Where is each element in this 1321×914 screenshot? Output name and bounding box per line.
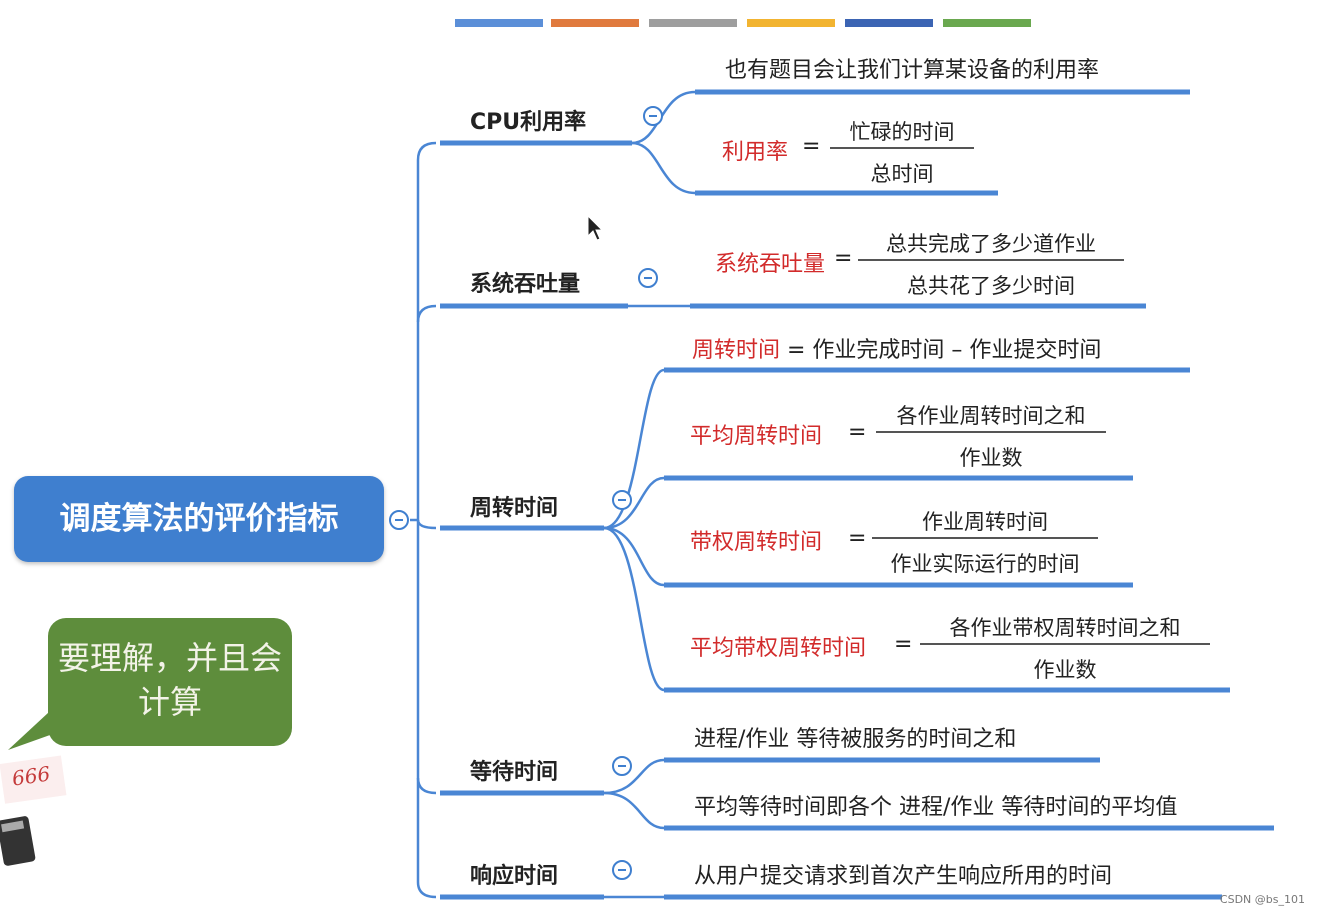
fraction-weighted-turnaround: 作业周转时间 作业实际运行的时间 xyxy=(872,506,1098,578)
link-turnaround-leaf-1 xyxy=(603,368,665,530)
collapse-icon-cpu[interactable] xyxy=(643,106,663,126)
root-node[interactable] xyxy=(14,476,384,562)
collapse-icon-root[interactable] xyxy=(389,510,409,530)
leaf-cpu-op: = xyxy=(802,134,821,159)
palette-bar-6 xyxy=(943,19,1031,27)
fraction-avg-turnaround-bar xyxy=(876,431,1106,433)
fraction-avg-weighted-turnaround-numerator: 各作业带权周转时间之和 xyxy=(949,616,1181,640)
leaf-avg-turnaround-term: 平均周转时间 xyxy=(690,424,823,449)
sticker-paper xyxy=(0,755,67,804)
calculator-screen xyxy=(1,820,25,833)
link-turnaround-leaf-4 xyxy=(603,526,665,692)
fraction-cpu-bar xyxy=(830,147,974,149)
link-branch-cpu xyxy=(416,141,437,161)
palette-bar-1 xyxy=(455,19,543,27)
fraction-avg-weighted-turnaround-denominator: 作业数 xyxy=(1033,658,1097,682)
link-turnaround-leaf-2 xyxy=(603,476,665,530)
fraction-avg-turnaround-numerator: 各作业周转时间之和 xyxy=(896,404,1086,428)
leaf-underlines xyxy=(664,89,1274,900)
fraction-avg-turnaround-denominator: 作业数 xyxy=(959,446,1023,470)
leaf-turnaround-term: 周转时间 xyxy=(692,338,781,363)
branch-label-turnaround: 周转时间 xyxy=(470,496,559,521)
fraction-cpu-denominator: 总时间 xyxy=(870,162,934,186)
fraction-throughput-denominator: 总共花了多少时间 xyxy=(907,274,1075,298)
leaf-avg-turnaround-op: = xyxy=(848,420,867,445)
leaf-weighted-turnaround-term: 带权周转时间 xyxy=(690,530,823,555)
collapse-icon-response[interactable] xyxy=(612,860,632,880)
fraction-cpu-numerator: 忙碌的时间 xyxy=(849,120,955,144)
leaf-avg-weighted-turnaround-term: 平均带权周转时间 xyxy=(690,636,867,661)
link-branch-throughput xyxy=(416,304,437,323)
fraction-weighted-turnaround-bar xyxy=(872,537,1098,539)
leaf-connectors xyxy=(603,90,696,899)
watermark: CSDN @bs_101 xyxy=(1219,893,1305,906)
palette-bar-5 xyxy=(845,19,933,27)
link-branch-turnaround xyxy=(416,519,437,530)
fraction-throughput-bar xyxy=(858,259,1124,261)
fraction-throughput: 总共完成了多少道作业 总共花了多少时间 xyxy=(858,228,1124,300)
collapse-icon-waiting[interactable] xyxy=(612,756,632,776)
leaf-waiting-1: 进程/作业 等待被服务的时间之和 xyxy=(694,727,1017,752)
leaf-turnaround-formula: 周转时间 = 作业完成时间 – 作业提交时间 xyxy=(692,332,1101,364)
fraction-weighted-turnaround-numerator: 作业周转时间 xyxy=(922,510,1048,534)
leaf-throughput-term: 系统吞吐量 xyxy=(715,252,826,277)
leaf-cpu-term: 利用率 xyxy=(722,140,789,165)
link-turnaround-leaf-3 xyxy=(603,526,665,587)
link-waiting-leaf-2 xyxy=(603,791,665,830)
fraction-avg-weighted-turnaround: 各作业带权周转时间之和 作业数 xyxy=(920,612,1210,684)
branch-label-response: 响应时间 xyxy=(470,864,559,889)
leaf-throughput-op: = xyxy=(834,246,853,271)
palette-bars xyxy=(455,19,1031,27)
fraction-throughput-numerator: 总共完成了多少道作业 xyxy=(886,232,1096,256)
palette-bar-4 xyxy=(747,19,835,27)
callout-bubble xyxy=(48,618,292,746)
collapse-icon-throughput[interactable] xyxy=(638,268,658,288)
fraction-cpu: 忙碌的时间 总时间 xyxy=(830,116,974,188)
leaf-turnaround-rest: = 作业完成时间 – 作业提交时间 xyxy=(780,338,1102,363)
palette-bar-3 xyxy=(649,19,737,27)
leaf-avg-weighted-turnaround-op: = xyxy=(894,632,913,657)
fraction-weighted-turnaround-denominator: 作业实际运行的时间 xyxy=(890,552,1080,576)
collapse-icon-turnaround[interactable] xyxy=(612,490,632,510)
branch-label-cpu: CPU利用率 xyxy=(470,110,587,135)
leaf-weighted-turnaround-op: = xyxy=(848,526,867,551)
root-title: 调度算法的评价指标 xyxy=(59,501,339,537)
mouse-cursor-icon xyxy=(587,214,604,241)
leaf-waiting-2: 平均等待时间即各个 进程/作业 等待时间的平均值 xyxy=(694,795,1178,820)
branch-underlines xyxy=(440,140,632,900)
sticker-illustration xyxy=(0,755,67,866)
fraction-avg-turnaround: 各作业周转时间之和 作业数 xyxy=(876,400,1106,472)
root-connectors xyxy=(410,141,437,899)
link-branch-waiting xyxy=(416,777,437,795)
fraction-avg-weighted-turnaround-bar xyxy=(920,643,1210,645)
link-waiting-leaf-1 xyxy=(603,758,665,795)
branch-label-waiting: 等待时间 xyxy=(470,760,559,785)
link-branch-response xyxy=(416,881,437,899)
branch-label-throughput: 系统吞吐量 xyxy=(470,272,581,297)
leaf-cpu-note: 也有题目会让我们计算某设备的利用率 xyxy=(725,58,1100,83)
link-cpu-leaf-2 xyxy=(631,141,696,195)
callout-text: 要理解，并且会计算 xyxy=(57,639,282,721)
palette-bar-2 xyxy=(551,19,639,27)
link-cpu-leaf-1 xyxy=(631,90,696,145)
leaf-response-1: 从用户提交请求到首次产生响应所用的时间 xyxy=(694,864,1113,889)
